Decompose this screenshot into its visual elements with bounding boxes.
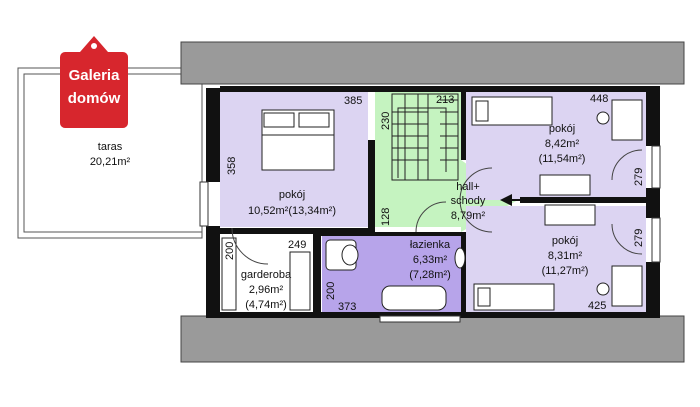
hall-name-line1: hall+ <box>456 181 480 193</box>
terrace-name: taras <box>98 141 123 153</box>
dim-385: 385 <box>344 95 362 107</box>
bedroom-bottom-right-area-total: (11,27m²) <box>542 265 589 277</box>
bed-left <box>261 109 335 171</box>
bedroom-top-right-area: 8,42m² <box>545 138 580 150</box>
bedroom-left-name: pokój <box>279 189 305 201</box>
dim-200-bathroom: 200 <box>325 282 337 300</box>
bathroom-fixtures <box>325 239 466 311</box>
bed-top-right <box>471 96 553 126</box>
bedroom-bottom-right-area: 8,31m² <box>548 250 583 262</box>
bedroom-bottom-right-name: pokój <box>552 235 578 247</box>
bedroom-top-right-area-total: (11,54m²) <box>539 153 586 165</box>
windows <box>199 145 661 323</box>
wardrobe-shelves <box>221 237 311 311</box>
roof-top <box>180 41 685 85</box>
dim-373: 373 <box>338 301 356 313</box>
dim-279-top: 279 <box>633 168 645 186</box>
dim-213: 213 <box>436 94 454 106</box>
logo-line1: Galeria <box>69 67 121 84</box>
dim-425: 425 <box>588 300 606 312</box>
dim-200-wardrobe: 200 <box>224 242 236 260</box>
hall-name-line2: schody <box>451 195 486 207</box>
bedroom-left-area: 10,52m²(13,34m²) <box>248 205 336 217</box>
wardrobe-area: 2,96m² <box>249 284 284 296</box>
door-swings <box>231 149 643 265</box>
bathroom-area-total: (7,28m²) <box>409 269 451 281</box>
wardrobe-name: garderoba <box>241 269 292 281</box>
dim-230: 230 <box>380 112 392 130</box>
terrace-area: 20,21m² <box>90 156 131 168</box>
dim-249: 249 <box>288 239 306 251</box>
dim-448: 448 <box>590 93 608 105</box>
dim-358: 358 <box>226 157 238 175</box>
bed-bottom-right <box>473 283 555 311</box>
logo: Galeria domów <box>60 36 128 128</box>
hall-area: 8,79m² <box>451 210 486 222</box>
dim-279-bottom: 279 <box>633 229 645 247</box>
bathroom-name: łazienka <box>410 239 451 251</box>
bedroom-top-right-name: pokój <box>549 123 575 135</box>
roof-bottom <box>180 315 685 363</box>
dim-128: 128 <box>380 208 392 226</box>
furniture-right <box>539 99 643 307</box>
walls <box>206 86 660 318</box>
stair-arrow <box>500 194 540 206</box>
bathroom-area: 6,33m² <box>413 254 448 266</box>
wardrobe-area-total: (4,74m²) <box>245 299 287 311</box>
logo-line2: domów <box>68 90 121 107</box>
stairs <box>391 93 459 181</box>
